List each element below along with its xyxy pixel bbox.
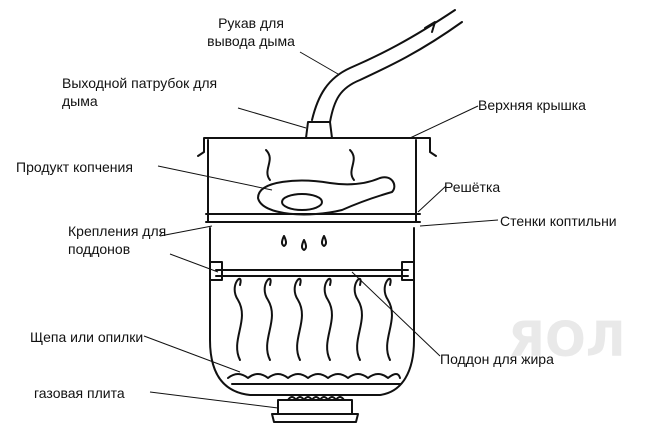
label-product: Продукт копчения	[16, 159, 133, 175]
smoke-wave	[353, 277, 363, 361]
leader-walls	[419, 219, 499, 227]
smoke-wave	[323, 277, 333, 361]
leader-sleeve	[299, 51, 339, 75]
label-walls: Стенки коптильни	[500, 213, 617, 229]
meat-icon	[257, 176, 396, 216]
leader-outlet	[237, 107, 307, 129]
smoke-wave	[233, 277, 243, 361]
top-lid	[197, 137, 437, 157]
label-chips: Щепа или опилки	[30, 329, 144, 345]
leader-product	[157, 165, 273, 191]
flame-icon	[287, 396, 345, 401]
meat-bone-icon	[281, 193, 323, 211]
smoke-sleeve-edge	[329, 21, 463, 123]
label-gas-stove: газовая плита	[34, 385, 125, 401]
leader-fat-tray	[351, 271, 441, 357]
leader-top-lid	[409, 105, 479, 139]
label-fat-tray: Поддон для жира	[440, 351, 554, 367]
smoke-wave	[293, 277, 303, 361]
leader-gas-stove	[149, 391, 279, 409]
smoke-sleeve	[311, 9, 456, 121]
fat-tray	[215, 269, 409, 277]
gas-burner-icon	[271, 399, 359, 423]
wood-chips-icon	[227, 373, 401, 379]
tray-mount-left	[209, 261, 223, 281]
smoke-wave	[383, 277, 393, 361]
smoke-wave	[263, 277, 273, 361]
outlet-pipe	[305, 121, 333, 139]
watermark: ЯОЛ	[508, 312, 626, 368]
drip-icon	[281, 235, 287, 247]
smoke-wave	[265, 149, 271, 181]
sleeve-arrow-icon	[424, 21, 436, 33]
label-top-lid: Верхняя крышка	[478, 97, 586, 113]
smoke-wave	[349, 149, 355, 181]
drip-icon	[321, 235, 327, 247]
chamber-walls-upper	[207, 139, 417, 223]
drip-icon	[301, 239, 307, 251]
leader-mounts-1	[159, 225, 213, 237]
leader-grid	[417, 185, 447, 213]
tray-mount-right	[401, 261, 415, 281]
label-grid: Решётка	[444, 179, 501, 195]
leader-chips	[143, 335, 241, 373]
chamber-body-lower	[209, 227, 415, 396]
leader-mounts-2	[169, 253, 219, 273]
